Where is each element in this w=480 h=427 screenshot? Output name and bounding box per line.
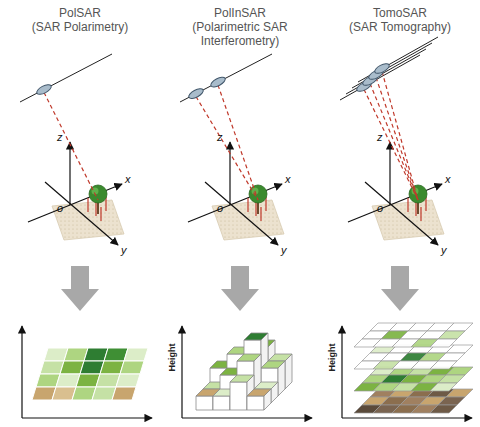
height-label: Height [167, 340, 178, 376]
scatterer-post [247, 198, 248, 212]
block-front [247, 396, 264, 410]
radar-beam [44, 93, 98, 201]
satellite [209, 75, 226, 89]
y-axis [365, 182, 438, 245]
block-front [230, 382, 247, 410]
axis [341, 326, 342, 418]
voxel-cell [446, 323, 473, 331]
acquisition-scene [340, 37, 444, 311]
x-axis [348, 184, 442, 222]
voxel-cell [438, 397, 465, 405]
axis-label: y [441, 243, 447, 257]
radar-beam [376, 78, 418, 201]
axis-label: z [57, 130, 63, 144]
scatterer-post [420, 207, 421, 221]
tree-crown [249, 185, 267, 203]
pixel-cell [120, 361, 144, 374]
axis [181, 326, 182, 418]
acquisition-scene [180, 54, 284, 311]
axis-label: x [445, 172, 451, 186]
radar-beam [370, 84, 418, 201]
z-axis [389, 142, 390, 205]
axis [22, 417, 152, 418]
voxel-cell [430, 383, 457, 391]
satellite [187, 87, 204, 101]
axis-label: z [377, 130, 383, 144]
axis-label: o [57, 201, 63, 215]
y-axis [45, 182, 118, 245]
y-axis [205, 182, 278, 245]
block-top [254, 382, 278, 389]
axis-label: x [285, 172, 291, 186]
orbit-track [358, 37, 438, 82]
orbit-track [340, 55, 420, 100]
axis [342, 417, 472, 418]
technique-subtitle: (SAR Tomography) [330, 20, 470, 34]
pixel-cell [124, 348, 148, 361]
axis-label: o [217, 201, 223, 215]
x-axis [28, 184, 122, 222]
down-arrow [61, 266, 99, 311]
voxel-cell [438, 375, 465, 383]
block-front [213, 396, 230, 410]
scatterer-post [95, 202, 96, 216]
z-axis [69, 142, 70, 205]
axis-label: y [121, 243, 127, 257]
block-top [261, 361, 285, 368]
block-top [244, 333, 268, 340]
radar-beam [364, 90, 418, 201]
orbit-track [180, 54, 272, 102]
technique-subtitle: (Polarimetric SAR Interferometry) [180, 20, 300, 48]
radar-beam [218, 85, 258, 200]
axis-label: z [217, 130, 223, 144]
satellite [35, 83, 52, 97]
voxel-cell [430, 405, 457, 413]
orbit-track [20, 54, 112, 102]
pixel-cell [116, 374, 140, 387]
axis [21, 326, 22, 418]
axis-label: y [281, 243, 287, 257]
scatterer-post [260, 207, 261, 221]
block-top [247, 389, 271, 396]
height-label: Height [327, 340, 338, 376]
down-arrow [381, 266, 419, 311]
technique-subtitle: (SAR Polarimetry) [10, 20, 150, 34]
x-axis [188, 184, 282, 222]
pixel-cell [112, 387, 136, 400]
axis-label: o [377, 201, 383, 215]
voxel-cell [430, 361, 457, 369]
down-arrow [221, 266, 259, 311]
scatterer-post [87, 198, 88, 212]
block-top [237, 354, 261, 361]
axis [182, 417, 312, 418]
radar-beam [382, 72, 418, 201]
voxel-cell [438, 331, 465, 339]
voxel-cell [438, 353, 465, 361]
tree-crown [409, 185, 427, 203]
block-front [196, 396, 213, 410]
voxel-cell [430, 339, 457, 347]
technique-name: TomoSAR [330, 6, 470, 20]
axis-label: x [125, 172, 131, 186]
block-top [268, 354, 292, 361]
orbit-track [352, 43, 432, 88]
scatterer-post [100, 207, 101, 221]
scatterer-post [255, 202, 256, 216]
scatterer-post [407, 198, 408, 212]
scatterer-post [415, 202, 416, 216]
block-top [230, 375, 254, 382]
acquisition-scene [20, 54, 124, 311]
satellite [373, 62, 390, 76]
technique-name: PolSAR [10, 6, 150, 20]
technique-name: PolInSAR [170, 6, 310, 20]
